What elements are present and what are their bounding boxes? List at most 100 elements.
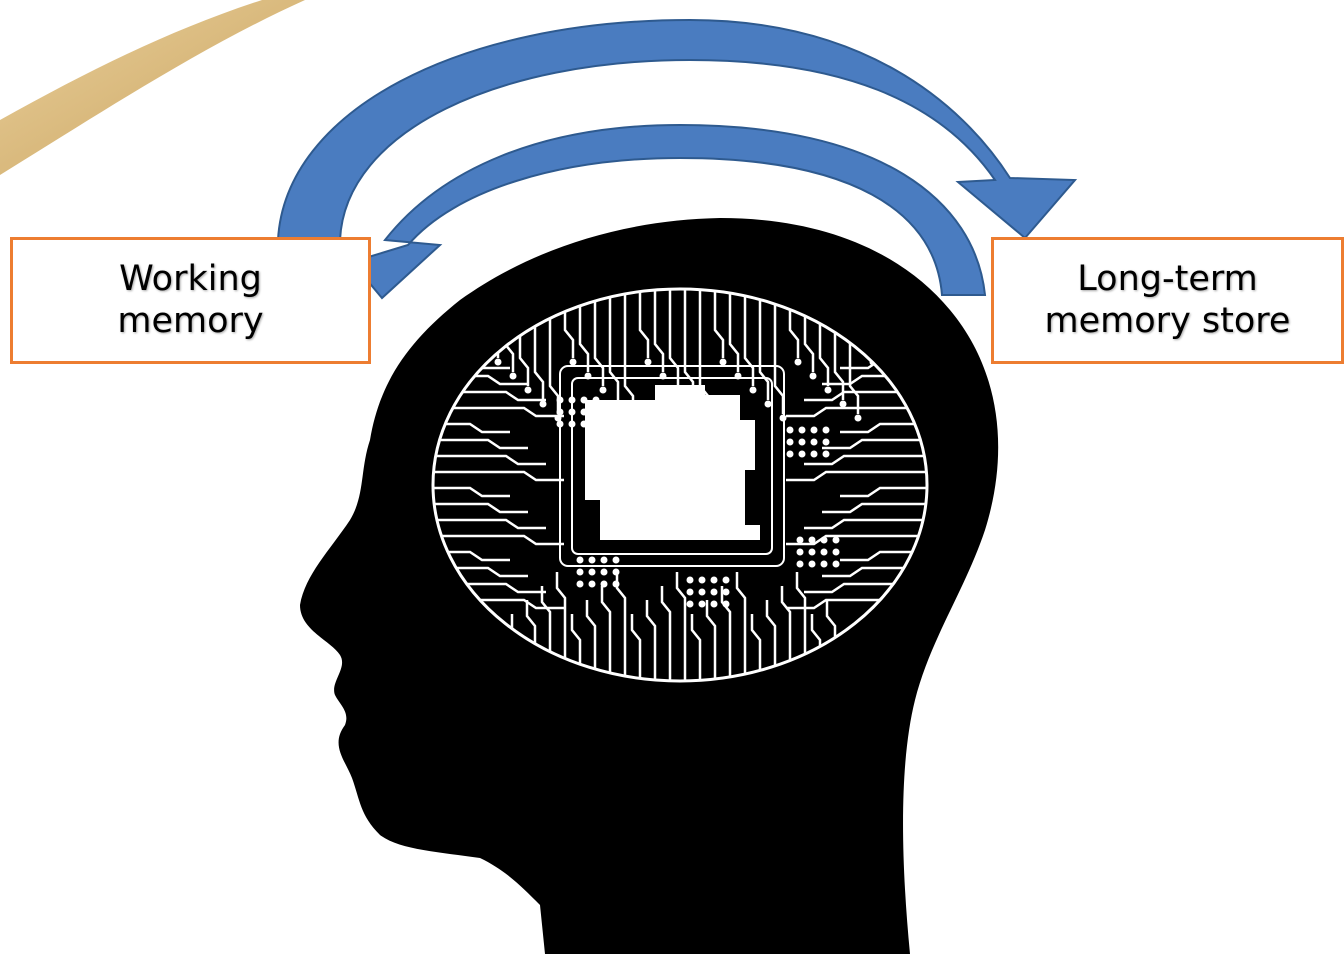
circuit-pad (824, 386, 832, 394)
circuit-core-chip (585, 385, 760, 540)
circuit-trace (804, 582, 927, 594)
circuit-pad (808, 560, 816, 568)
circuit-pad (796, 536, 804, 544)
circuit-trace (433, 390, 546, 402)
circuit-trace (570, 614, 582, 681)
circuit-pad (600, 580, 608, 588)
circuit-pad (798, 450, 806, 458)
working-memory-label-line2: memory (117, 300, 264, 341)
circuit-pad (786, 426, 794, 434)
circuit-trace (713, 289, 725, 358)
circuit-trace (548, 289, 560, 414)
circuit-trace (840, 422, 927, 434)
circuit-trace (660, 586, 672, 681)
circuit-pad (749, 386, 757, 394)
circuit-pad (820, 536, 828, 544)
circuit-trace (728, 289, 740, 372)
circuit-pad (524, 386, 532, 394)
circuit-trace (600, 586, 612, 681)
circuit-pad (839, 400, 847, 408)
circuit-trace (795, 572, 807, 681)
circuit-pad (854, 414, 862, 422)
circuit-trace (433, 406, 564, 418)
circuit-pad (796, 560, 804, 568)
circuit-trace (433, 566, 528, 578)
arrow-to-long-term-icon (276, 18, 1078, 241)
circuit-pad (810, 450, 818, 458)
circuit-pad (764, 400, 772, 408)
circuit-pad (786, 450, 794, 458)
circuit-trace (559, 365, 785, 567)
circuit-pad (539, 400, 547, 408)
circuit-pad (798, 426, 806, 434)
circuit-trace (433, 550, 510, 562)
circuit-trace (630, 614, 642, 681)
circuit-trace (765, 600, 777, 681)
circuit-pad (612, 580, 620, 588)
circuit-trace (705, 600, 717, 681)
circuit-pad (588, 580, 596, 588)
circuit-pad (832, 560, 840, 568)
circuit-trace (786, 534, 927, 546)
circuit-pad (588, 568, 596, 576)
circuit-trace (735, 572, 747, 681)
circuit-trace (786, 470, 927, 482)
circuit-trace (840, 486, 927, 498)
working-memory-label-line1: Working (119, 259, 262, 300)
circuit-pad (600, 568, 608, 576)
circuit-pad (822, 438, 830, 446)
circuit-pad (698, 600, 706, 608)
circuit-trace (555, 572, 567, 681)
circuit-trace (822, 438, 927, 450)
circuit-pad (509, 372, 517, 380)
circuit-trace (690, 614, 702, 681)
circuit-trace (533, 289, 545, 400)
circuit-pad (832, 548, 840, 556)
circuit-pad (822, 450, 830, 458)
circuit-pad (576, 580, 584, 588)
circuit-pad (722, 588, 730, 596)
circuit-pad (698, 576, 706, 584)
circuit-pad (808, 548, 816, 556)
circuit-pad (686, 576, 694, 584)
circuit-trace (433, 486, 510, 498)
circuit-pad (832, 536, 840, 544)
circuit-pad (710, 576, 718, 584)
circuit-pad (820, 560, 828, 568)
circuit-trace (433, 422, 510, 434)
circuit-trace (433, 582, 546, 594)
circuit-pad (808, 536, 816, 544)
circuit-pad (798, 438, 806, 446)
circuit-trace (540, 586, 552, 681)
circuit-trace (571, 377, 773, 555)
circuit-trace (433, 454, 546, 466)
circuit-trace (578, 289, 590, 372)
circuit-pad (686, 600, 694, 608)
circuit-pad (822, 426, 830, 434)
circuit-pad (809, 372, 817, 380)
long-term-memory-box: Long-term memory store (991, 237, 1344, 364)
circuit-trace (675, 572, 687, 681)
circuit-trace (804, 390, 927, 402)
circuit-trace (653, 289, 665, 372)
circuit-pad (576, 568, 584, 576)
circuit-trace (786, 598, 927, 610)
circuit-pad (612, 556, 620, 564)
circuit-trace (615, 572, 627, 681)
circuit-pad (600, 556, 608, 564)
circuit-trace (433, 438, 528, 450)
circuit-trace (822, 566, 927, 578)
circuit-trace (803, 289, 815, 372)
circuit-pad (820, 548, 828, 556)
circuit-pad (569, 358, 577, 366)
circuit-pad (576, 556, 584, 564)
circuit-pad (710, 588, 718, 596)
circuit-trace (822, 502, 927, 514)
circuit-pad (722, 576, 730, 584)
circuit-pad (719, 358, 727, 366)
circuit-pad (599, 386, 607, 394)
circuit-pad (794, 358, 802, 366)
circuit-trace (585, 600, 597, 681)
circuit-pad (810, 438, 818, 446)
